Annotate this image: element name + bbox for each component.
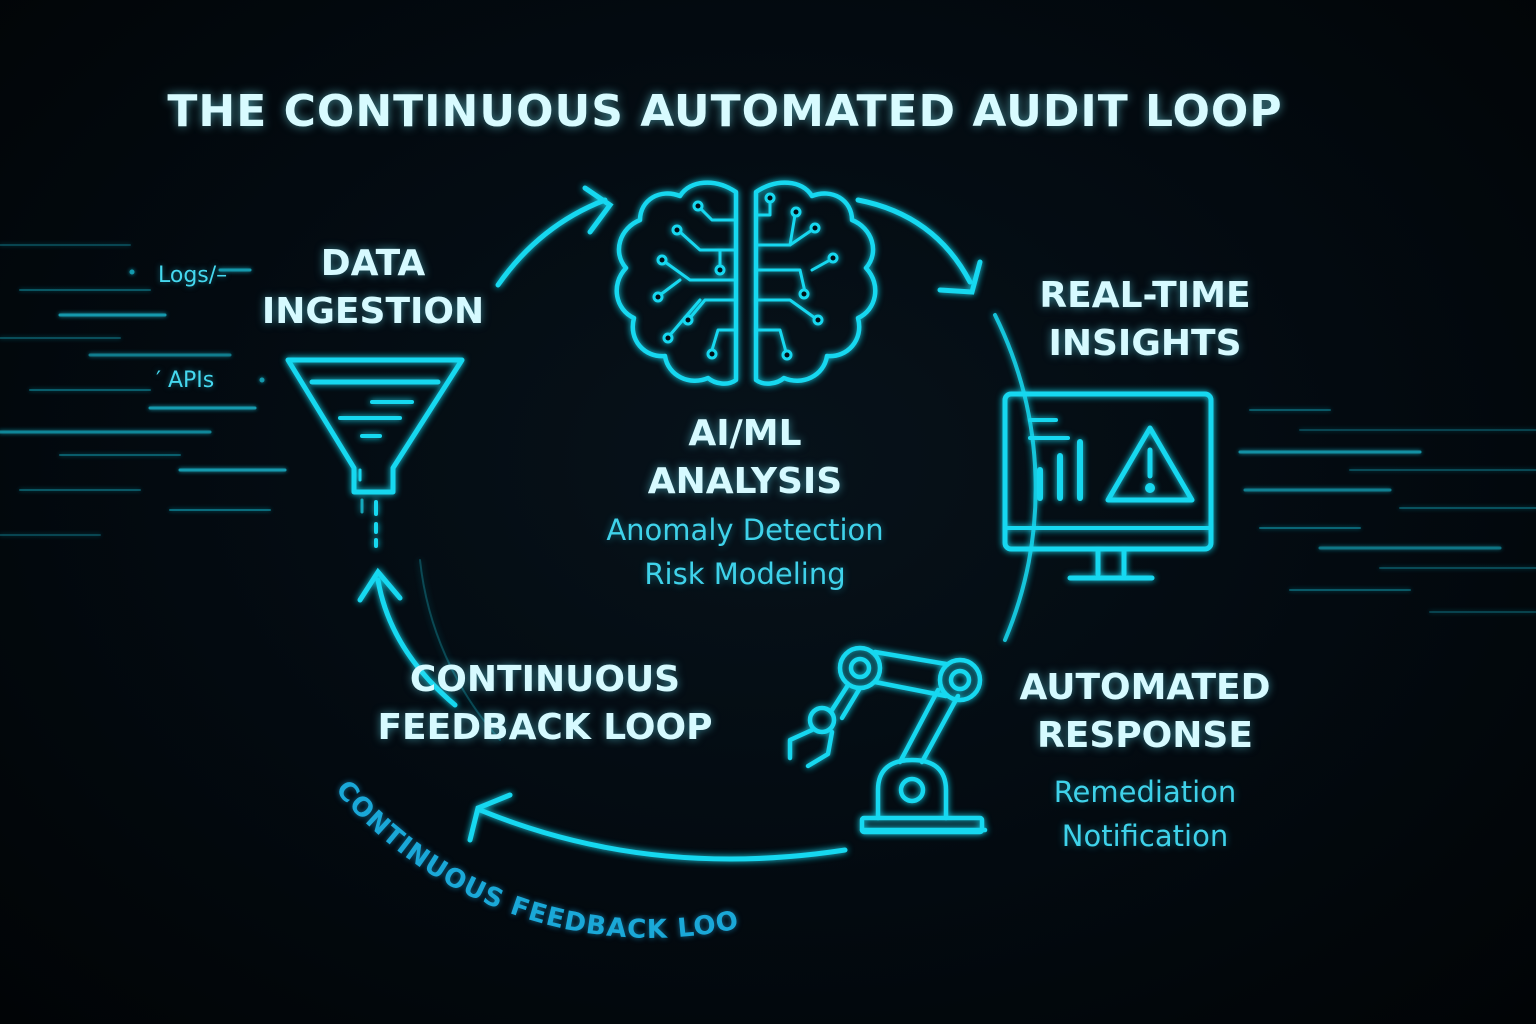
logs-source-label: Logs/– (158, 263, 228, 288)
stage-continuous-feedback-loop-line1: CONTINUOUS (409, 659, 681, 700)
analysis-detail-risk: Risk Modeling (644, 557, 846, 591)
page-title: THE CONTINUOUS AUTOMATED AUDIT LOOP (167, 86, 1283, 137)
stage-data-ingestion: DATA INGESTION (240, 240, 506, 336)
stage-real-time-insights: REAL-TIME INSIGHTS (1010, 272, 1280, 368)
loop-arcs (357, 185, 1038, 862)
stage-automated-response-line1: AUTOMATED (1019, 667, 1271, 708)
stage-data-ingestion-line2: INGESTION (261, 291, 485, 332)
response-detail-remediation: Remediation (1053, 775, 1237, 809)
stage-ai-ml-analysis: AI/ML ANALYSIS (590, 410, 900, 506)
right-data-streaks (1238, 409, 1536, 613)
left-data-streaks (0, 244, 287, 536)
stage-ai-ml-analysis-line2: ANALYSIS (647, 461, 843, 502)
response-details: Remediation Notification (1035, 770, 1255, 858)
stage-ai-ml-analysis-line1: AI/ML (688, 413, 802, 454)
brain-circuit-icon (614, 180, 878, 386)
stage-continuous-feedback-loop: CONTINUOUS FEEDBACK LOOP (370, 656, 720, 752)
stage-continuous-feedback-loop-line2: FEEDBACK LOOP (377, 707, 713, 748)
analysis-detail-anomaly: Anomaly Detection (606, 513, 884, 547)
apis-source-label: ′ APIs (156, 368, 215, 393)
stage-automated-response: AUTOMATED RESPONSE (1005, 664, 1285, 760)
robotic-arm-icon (787, 645, 988, 835)
monitor-alert-icon (1002, 391, 1214, 581)
stage-data-ingestion-line1: DATA (320, 243, 426, 284)
analysis-details: Anomaly Detection Risk Modeling (560, 508, 930, 596)
funnel-icon (285, 357, 465, 548)
stage-real-time-insights-line1: REAL-TIME (1039, 275, 1251, 316)
stage-automated-response-line2: RESPONSE (1037, 715, 1253, 756)
stage-real-time-insights-line2: INSIGHTS (1048, 323, 1242, 364)
response-detail-notification: Notification (1061, 819, 1229, 853)
